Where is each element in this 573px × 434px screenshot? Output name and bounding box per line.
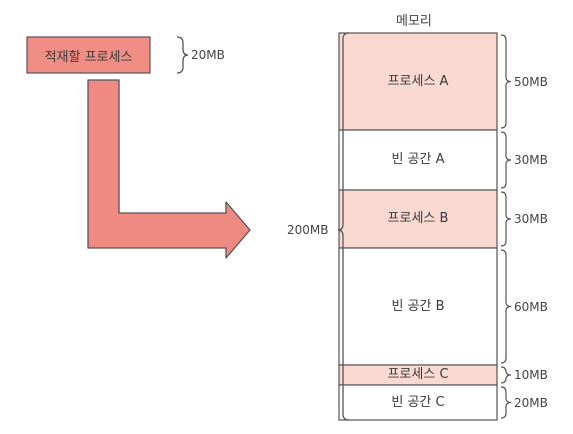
incoming-size-brace [176, 36, 189, 74]
memory-block-4 [338, 247, 498, 366]
incoming-process-label: 적재할 프로세스 [44, 49, 133, 65]
memory-block-3 [338, 189, 498, 249]
memory-column [338, 32, 498, 421]
memory-block-size-1: 50MB [514, 74, 548, 89]
memory-block-label-5: 프로세스 C [387, 367, 449, 382]
memory-block-label-2: 빈 공간 A [391, 152, 445, 167]
memory-block-brace-6 [500, 386, 512, 419]
memory-block-brace-3 [500, 191, 512, 247]
memory-block-size-2: 30MB [514, 153, 548, 167]
memory-block-label-6: 빈 공간 C [391, 394, 445, 410]
memory-block-brace-2 [500, 131, 512, 189]
memory-block-size-6: 20MB [514, 395, 548, 410]
memory-block-brace-1 [500, 34, 512, 129]
memory-block-size-3: 30MB [514, 212, 548, 226]
memory-block-label-3: 프로세스 B [387, 211, 449, 226]
memory-block-size-4: 60MB [514, 299, 548, 314]
memory-total-size: 200MB [287, 223, 329, 237]
memory-block-label-4: 빈 공간 B [391, 298, 445, 314]
memory-title: 메모리 [396, 14, 432, 29]
load-arrow [87, 79, 251, 259]
incoming-process-box [26, 36, 151, 74]
memory-block-brace-5 [500, 366, 512, 384]
memory-block-brace-4 [500, 249, 512, 364]
memory-block-size-5: 10MB [514, 368, 548, 382]
memory-block-2 [338, 129, 498, 191]
block-size-braces [500, 34, 512, 419]
memory-block-label-1: 프로세스 A [387, 73, 449, 89]
total-size-brace [337, 32, 350, 421]
memory-block-6 [338, 384, 498, 421]
incoming-process-size: 20MB [191, 48, 225, 62]
